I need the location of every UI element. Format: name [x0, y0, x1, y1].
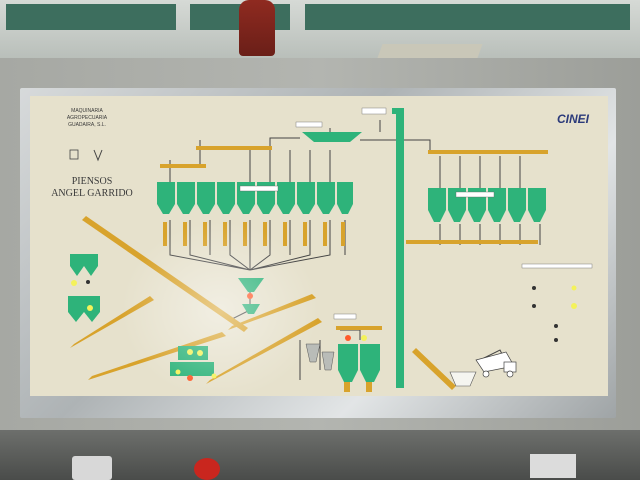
bagging-silo	[338, 344, 358, 370]
company-name: MAQUINARIA AGROPECUARIA GUADAIRA, S.L.	[66, 108, 108, 128]
bucket-elevator	[396, 112, 404, 388]
silo	[337, 182, 353, 214]
window-pane	[6, 4, 176, 30]
conveyor	[412, 348, 456, 390]
silo	[177, 182, 195, 214]
conveyors	[70, 146, 548, 390]
mixer-outlet	[242, 304, 260, 314]
window-pane	[305, 4, 630, 30]
grey-hoppers	[305, 343, 335, 371]
conveyor	[196, 146, 272, 150]
conveyor	[70, 296, 154, 348]
pellet-machines	[170, 344, 380, 382]
conveyor	[336, 326, 382, 330]
elevator-head	[392, 108, 404, 114]
dosing-gates	[163, 222, 345, 246]
red-statue	[239, 0, 275, 56]
silo	[157, 182, 175, 214]
truck-icon	[475, 351, 517, 378]
silo	[317, 182, 335, 214]
mixer-hopper	[238, 278, 264, 292]
silo	[428, 188, 446, 222]
manufacturer-logo: CINEI	[556, 112, 589, 126]
silo	[508, 188, 526, 222]
console-switch[interactable]	[72, 456, 112, 480]
conveyor	[228, 294, 316, 330]
conveyor	[88, 332, 226, 380]
conveyor	[428, 150, 548, 154]
distributor	[302, 132, 362, 142]
window-frame	[0, 0, 640, 58]
silo	[528, 188, 546, 222]
conveyor	[406, 240, 538, 244]
cooler	[170, 362, 214, 376]
pellet-mill	[178, 346, 208, 360]
silo-row	[157, 182, 353, 214]
bagging-silo	[360, 344, 380, 370]
silo	[197, 182, 215, 214]
silo	[297, 182, 315, 214]
intake-hopper	[449, 371, 477, 387]
emergency-stop-button[interactable]	[194, 458, 220, 480]
silo	[277, 182, 295, 214]
conveyor	[82, 216, 248, 332]
label-plates	[239, 107, 593, 320]
console-label	[530, 454, 576, 478]
silo	[217, 182, 235, 214]
indicator-lamps	[71, 280, 577, 381]
conveyor	[160, 164, 206, 168]
conveyor	[206, 318, 322, 384]
brand-title: PIENSOS ANGEL GARRIDO	[51, 176, 133, 199]
